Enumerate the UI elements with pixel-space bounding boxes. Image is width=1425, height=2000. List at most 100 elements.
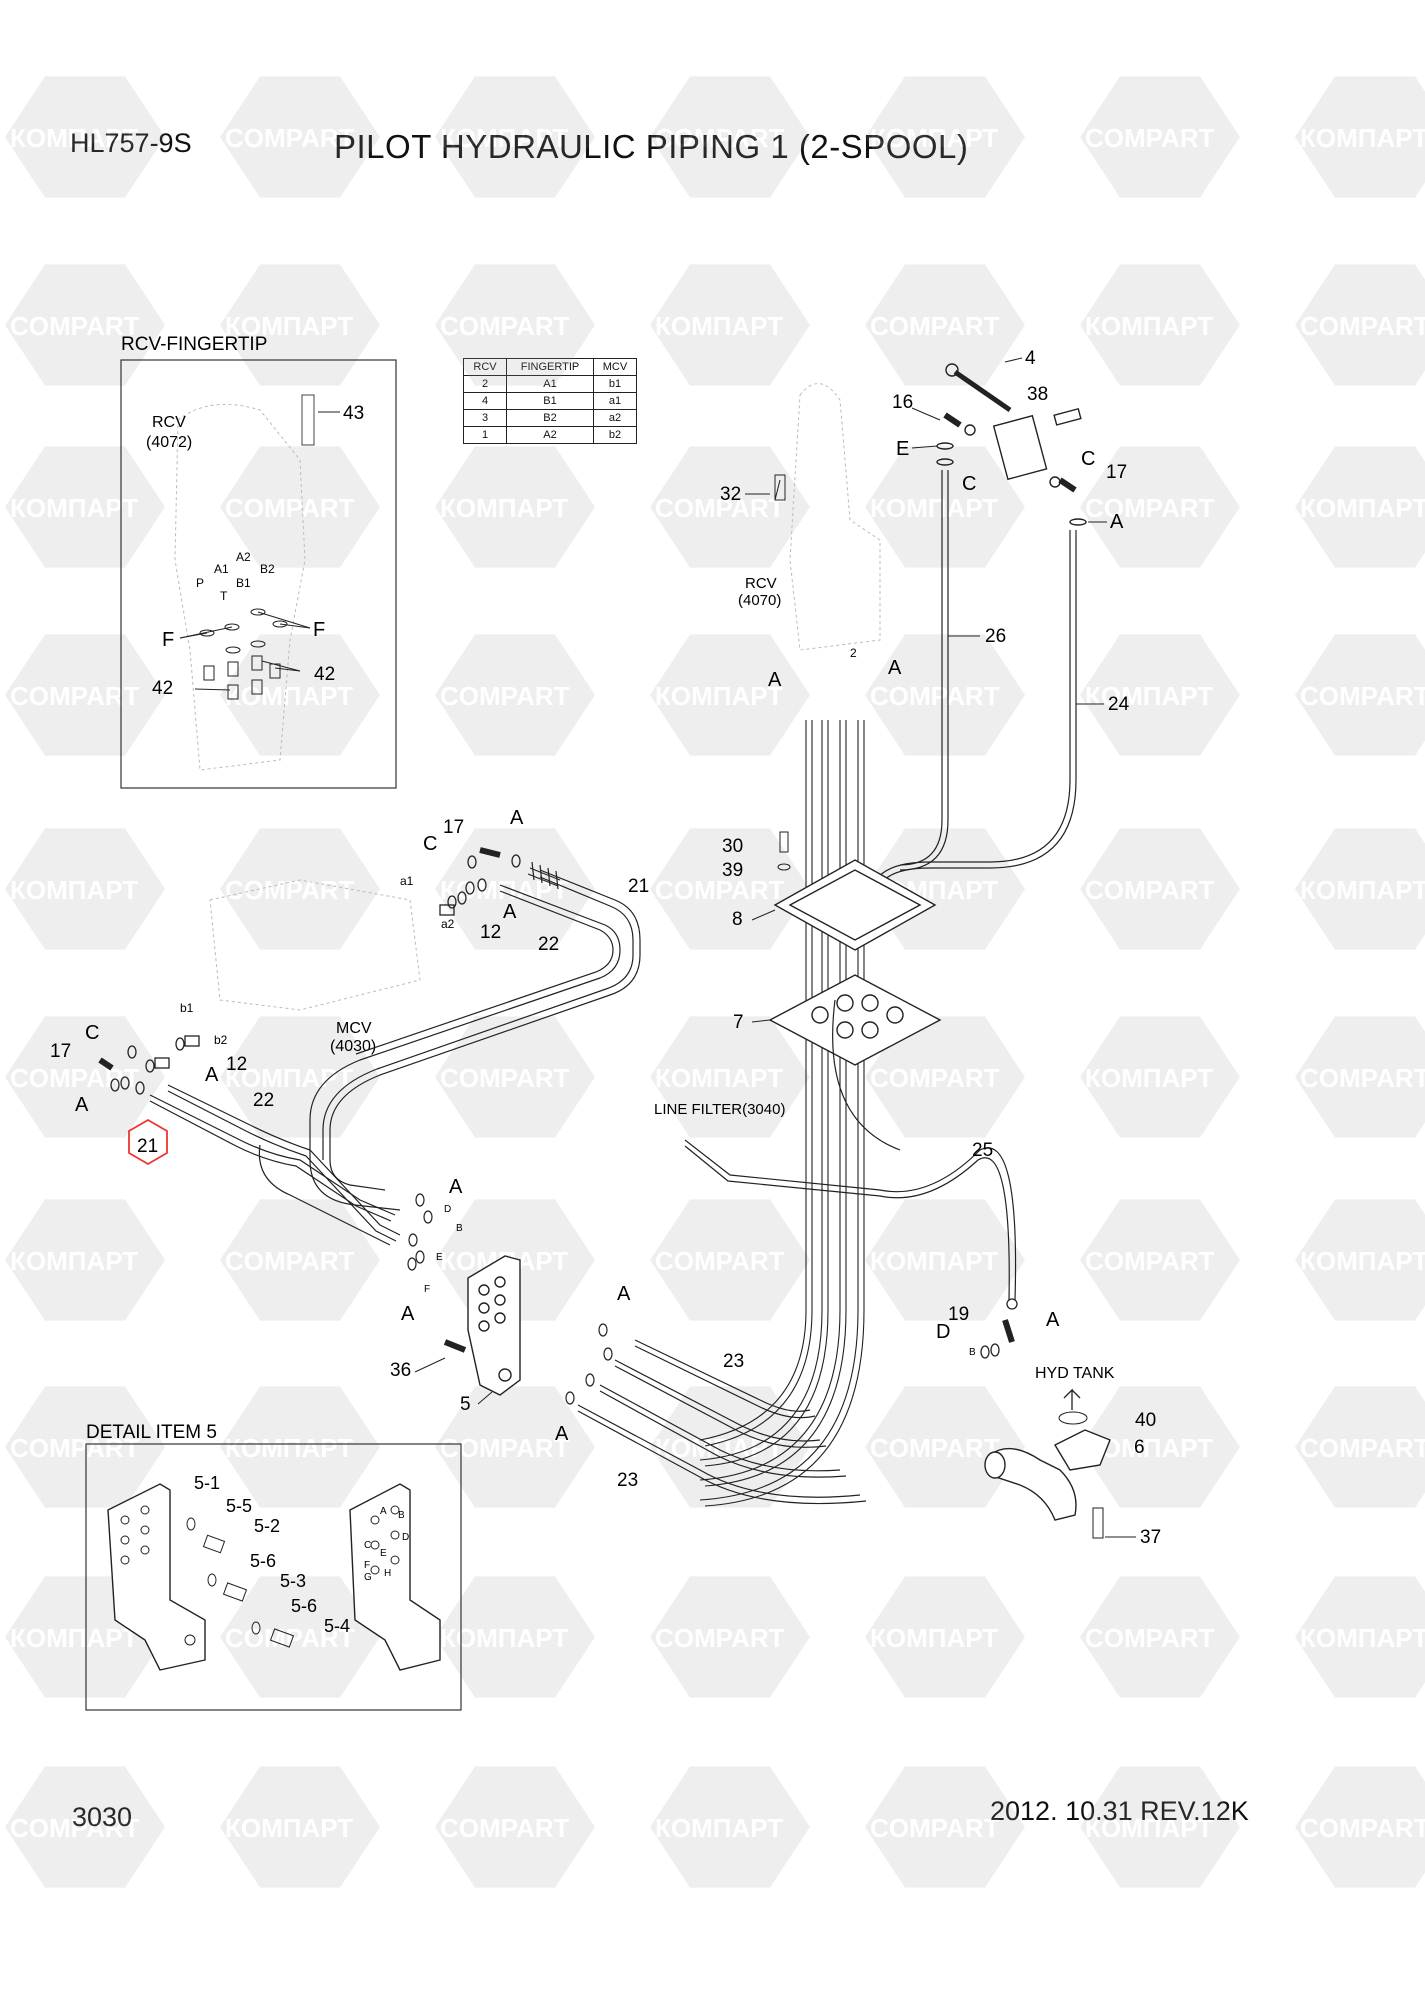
port-label: A2 <box>236 550 251 564</box>
rcv-fingertip-name: RCV <box>152 414 186 431</box>
callout-19: 19 <box>948 1304 969 1325</box>
port-label: B2 <box>260 562 275 576</box>
watermark-text: COMPART <box>870 311 1000 341</box>
watermark-text: COMPART <box>1085 1623 1215 1653</box>
watermark-hexagon <box>1295 1386 1425 1508</box>
callout-a: A <box>449 1176 463 1198</box>
callout-12: 12 <box>480 922 501 943</box>
watermark-hexagon <box>5 446 165 568</box>
callout-12: 12 <box>226 1054 247 1075</box>
watermark-hexagon <box>1295 1766 1425 1888</box>
callout-5-2: 5-2 <box>254 1516 280 1536</box>
watermark-hexagon <box>1295 76 1425 198</box>
rcv-fingertip-box: RCV-FINGERTIP 43 RCV (4072) A2 A1 B1 B2 … <box>120 334 397 789</box>
watermark-text: КОМПАРТ <box>440 493 568 523</box>
watermark-hexagon <box>220 1199 380 1321</box>
watermark-hexagon <box>435 264 595 386</box>
callout-42-left: 42 <box>152 678 173 699</box>
watermark-text: COMPART <box>440 1063 570 1093</box>
watermark-text: КОМПАРТ <box>1085 1063 1213 1093</box>
watermark-hexagon <box>5 76 165 198</box>
watermark-hexagon <box>865 1199 1025 1321</box>
watermark-hexagon <box>5 1016 165 1138</box>
port-letter: B <box>456 1223 463 1234</box>
watermark-text: COMPART <box>1085 123 1215 153</box>
highlight-hexagon <box>128 1118 168 1166</box>
hose-21-lower <box>149 1084 401 1246</box>
callout-36: 36 <box>390 1360 411 1381</box>
detail-title: DETAIL ITEM 5 <box>86 1422 217 1443</box>
rcv-main-assembly <box>789 383 881 651</box>
watermark-text: COMPART <box>655 875 785 905</box>
callout-a: A <box>1046 1309 1060 1331</box>
callout-38: 38 <box>1027 384 1048 405</box>
watermark-text: КОМПАРТ <box>1300 1623 1425 1653</box>
watermark-hexagon <box>1080 828 1240 950</box>
watermark-hexagon <box>1295 446 1425 568</box>
watermark-hexagon <box>1295 1576 1425 1698</box>
watermark-text: COMPART <box>440 681 570 711</box>
callout-4: 4 <box>1025 348 1036 369</box>
watermark-text: COMPART <box>225 123 355 153</box>
watermark-text: COMPART <box>440 1433 570 1463</box>
watermark-hexagon <box>865 1386 1025 1508</box>
watermark-text: КОМПАРТ <box>10 1623 138 1653</box>
watermark-hexagon <box>650 446 810 568</box>
watermark-text: COMPART <box>10 1063 140 1093</box>
port-letter: F <box>424 1284 430 1295</box>
callout-17: 17 <box>1106 462 1127 483</box>
callout-5-1: 5-1 <box>194 1473 220 1493</box>
watermark-text: КОМПАРТ <box>1085 311 1213 341</box>
watermark-hexagon <box>220 264 380 386</box>
watermark-text: КОМПАРТ <box>655 1813 783 1843</box>
watermark-text: КОМПАРТ <box>870 1623 998 1653</box>
callout-7: 7 <box>733 1012 744 1033</box>
plate-8 <box>773 859 937 951</box>
watermark-text: КОМПАРТ <box>1085 1813 1213 1843</box>
watermark-text: КОМПАРТ <box>1300 123 1425 153</box>
watermark-text: COMPART <box>870 1063 1000 1093</box>
watermark-hexagon <box>5 1386 165 1508</box>
callout-5-6: 5-6 <box>250 1551 276 1571</box>
callout-a: A <box>503 901 517 923</box>
hose-25 <box>684 999 1017 1301</box>
callout-a: A <box>75 1094 89 1116</box>
watermark-text: COMPART <box>225 493 355 523</box>
watermark-text: КОМПАРТ <box>440 123 568 153</box>
callout-26: 26 <box>985 626 1006 647</box>
callout-f-right: F <box>313 619 325 641</box>
callout-40: 40 <box>1135 1410 1156 1431</box>
callout-24: 24 <box>1108 694 1130 715</box>
watermark-hexagon <box>435 1576 595 1698</box>
page-number: 3030 <box>72 1802 132 1833</box>
date-revision: 2012. 10.31 REV.12K <box>990 1796 1249 1826</box>
rcv-fingertip-title: RCV-FINGERTIP <box>121 334 267 355</box>
callout-6: 6 <box>1134 1437 1145 1458</box>
watermark-text: КОМПАРТ <box>1085 681 1213 711</box>
watermark-hexagon <box>220 828 380 950</box>
port-label: A1 <box>214 562 229 576</box>
watermark-text: КОМПАРТ <box>1300 1246 1425 1276</box>
watermark-text: COMPART <box>10 1813 140 1843</box>
watermark-text: КОМПАРТ <box>1300 493 1425 523</box>
callout-8: 8 <box>732 909 743 930</box>
callout-17: 17 <box>50 1041 71 1062</box>
watermark-hexagon <box>435 1016 595 1138</box>
callout-d: D <box>936 1321 950 1343</box>
watermark-text: COMPART <box>655 1246 785 1276</box>
hose-21-upper <box>309 869 641 1211</box>
port-b: B <box>969 1347 976 1358</box>
watermark-hexagon <box>650 264 810 386</box>
watermark-hexagon <box>865 1016 1025 1138</box>
watermark-hexagon <box>865 634 1025 756</box>
watermark-text: COMPART <box>1085 1246 1215 1276</box>
table-header-mcv: MCV <box>593 358 637 376</box>
callout-2: 2 <box>850 646 857 660</box>
watermark-text: КОМПАРТ <box>655 1063 783 1093</box>
tank-fitting-6 <box>984 1429 1111 1521</box>
watermark-text: КОМПАРТ <box>10 493 138 523</box>
watermark-text: COMPART <box>1300 311 1425 341</box>
rcv-main-code: (4070) <box>738 592 781 609</box>
watermark-text: COMPART <box>225 1246 355 1276</box>
port-letter: H <box>384 1568 391 1579</box>
